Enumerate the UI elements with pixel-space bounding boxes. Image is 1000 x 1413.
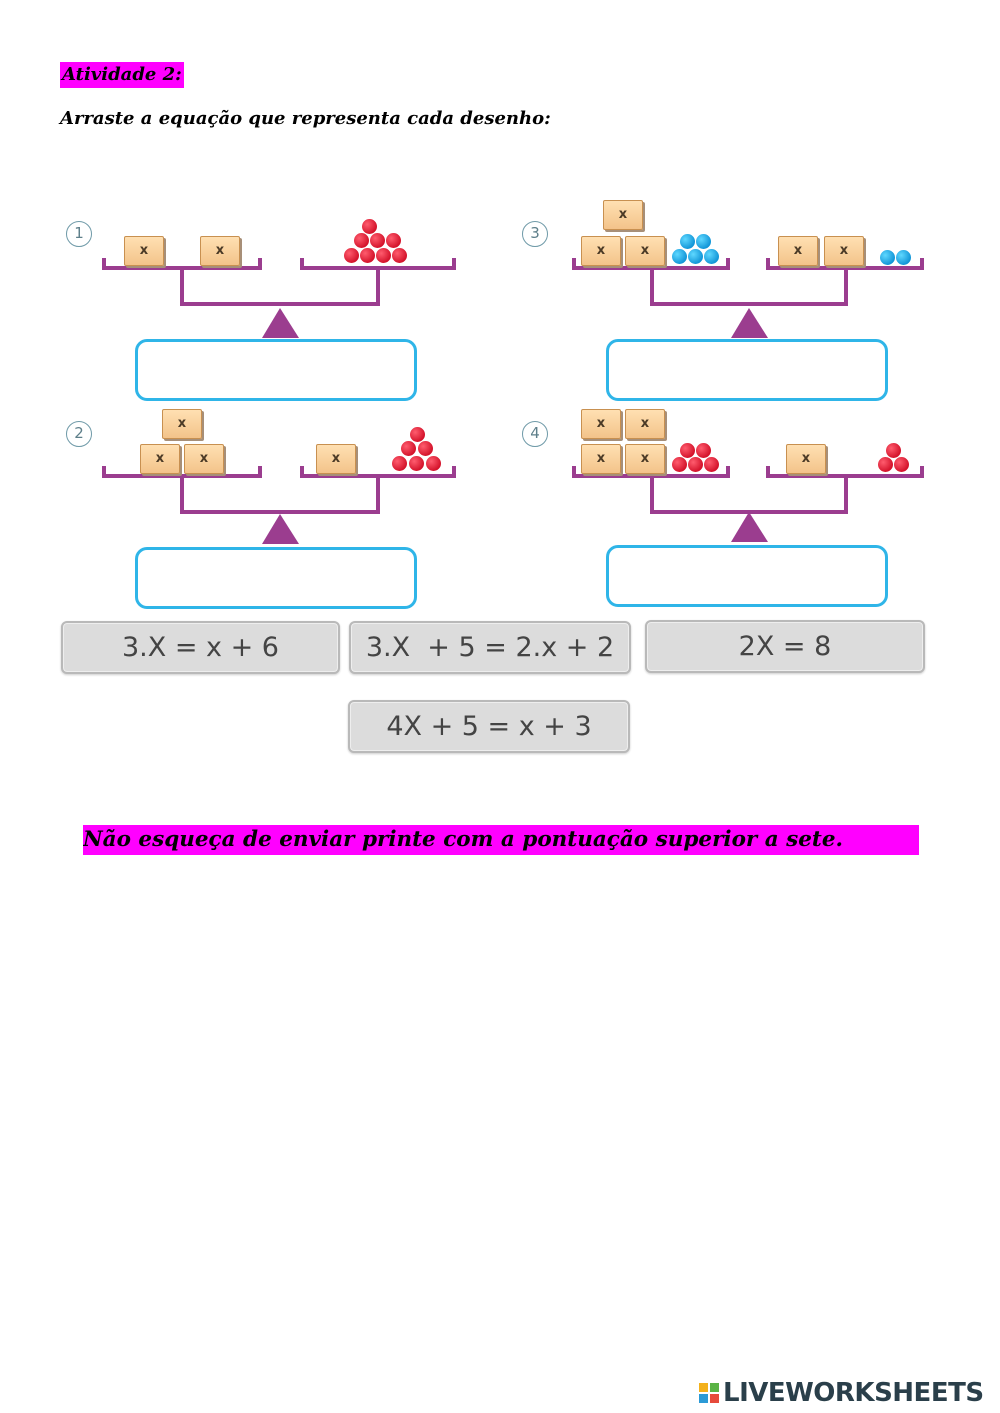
blue-ball [704, 249, 719, 264]
red-ball [401, 441, 416, 456]
blue-ball [688, 249, 703, 264]
red-ball [426, 456, 441, 471]
balance-scale-1 [102, 258, 456, 306]
instruction-text: Arraste a equação que representa cada de… [60, 108, 551, 129]
unknown-box: x [778, 236, 818, 266]
red-ball [878, 457, 893, 472]
red-ball [409, 456, 424, 471]
activity-title: Atividade 2: [60, 62, 184, 88]
unknown-box: x [316, 444, 356, 474]
fulcrum-2 [262, 514, 299, 544]
fulcrum-3 [731, 308, 768, 338]
balance-number-4: 4 [522, 421, 548, 447]
balance-scales-illustration: 1 2 3 4 x x x x x x x x x x x x x x x x [62, 188, 932, 563]
drop-zone-1[interactable] [135, 339, 417, 401]
blue-ball [672, 249, 687, 264]
unknown-box: x [581, 236, 621, 266]
blue-ball [680, 234, 695, 249]
blue-ball [696, 234, 711, 249]
red-ball [672, 457, 687, 472]
unknown-box: x [124, 236, 164, 266]
footer-note: Não esqueça de enviar printe com a pontu… [83, 825, 919, 855]
equation-tile-2[interactable]: 3.X + 5 = 2.x + 2 [349, 621, 631, 674]
red-ball [362, 219, 377, 234]
unknown-box: x [625, 409, 665, 439]
unknown-box: x [824, 236, 864, 266]
brand-name: LIVEWORKSHEETS [723, 1378, 984, 1408]
blue-ball [880, 250, 895, 265]
drop-zone-3[interactable] [606, 339, 888, 401]
fulcrum-1 [262, 308, 299, 338]
balance-number-2: 2 [66, 421, 92, 447]
red-ball [344, 248, 359, 263]
red-ball [370, 233, 385, 248]
red-ball [376, 248, 391, 263]
red-ball [704, 457, 719, 472]
unknown-box: x [184, 444, 224, 474]
equation-tile-3[interactable]: 2X = 8 [645, 620, 925, 673]
red-ball [894, 457, 909, 472]
red-ball [392, 248, 407, 263]
unknown-box: x [625, 236, 665, 266]
balance-number-1: 1 [66, 221, 92, 247]
unknown-box: x [786, 444, 826, 474]
liveworksheets-brand[interactable]: LIVEWORKSHEETS [698, 1378, 984, 1408]
unknown-box: x [140, 444, 180, 474]
balance-number-3: 3 [522, 221, 548, 247]
red-ball [354, 233, 369, 248]
equation-tile-1[interactable]: 3.X = x + 6 [61, 621, 340, 674]
balance-scale-3 [572, 258, 924, 306]
drop-zone-2[interactable] [135, 547, 417, 609]
red-ball [418, 441, 433, 456]
red-ball [386, 233, 401, 248]
unknown-box: x [581, 409, 621, 439]
unknown-box: x [200, 236, 240, 266]
fulcrum-4 [731, 512, 768, 542]
equation-tile-4[interactable]: 4X + 5 = x + 3 [348, 700, 630, 753]
red-ball [886, 443, 901, 458]
red-ball [688, 457, 703, 472]
balance-scale-2 [102, 466, 456, 514]
unknown-box: x [603, 200, 643, 230]
liveworksheets-logo-icon [698, 1382, 720, 1404]
drop-zone-4[interactable] [606, 545, 888, 607]
unknown-box: x [581, 444, 621, 474]
red-ball [696, 443, 711, 458]
blue-ball [896, 250, 911, 265]
red-ball [410, 427, 425, 442]
unknown-box: x [162, 409, 202, 439]
red-ball [360, 248, 375, 263]
balance-scales-drawing [102, 258, 924, 544]
red-ball [392, 456, 407, 471]
unknown-box: x [625, 444, 665, 474]
red-ball [680, 443, 695, 458]
